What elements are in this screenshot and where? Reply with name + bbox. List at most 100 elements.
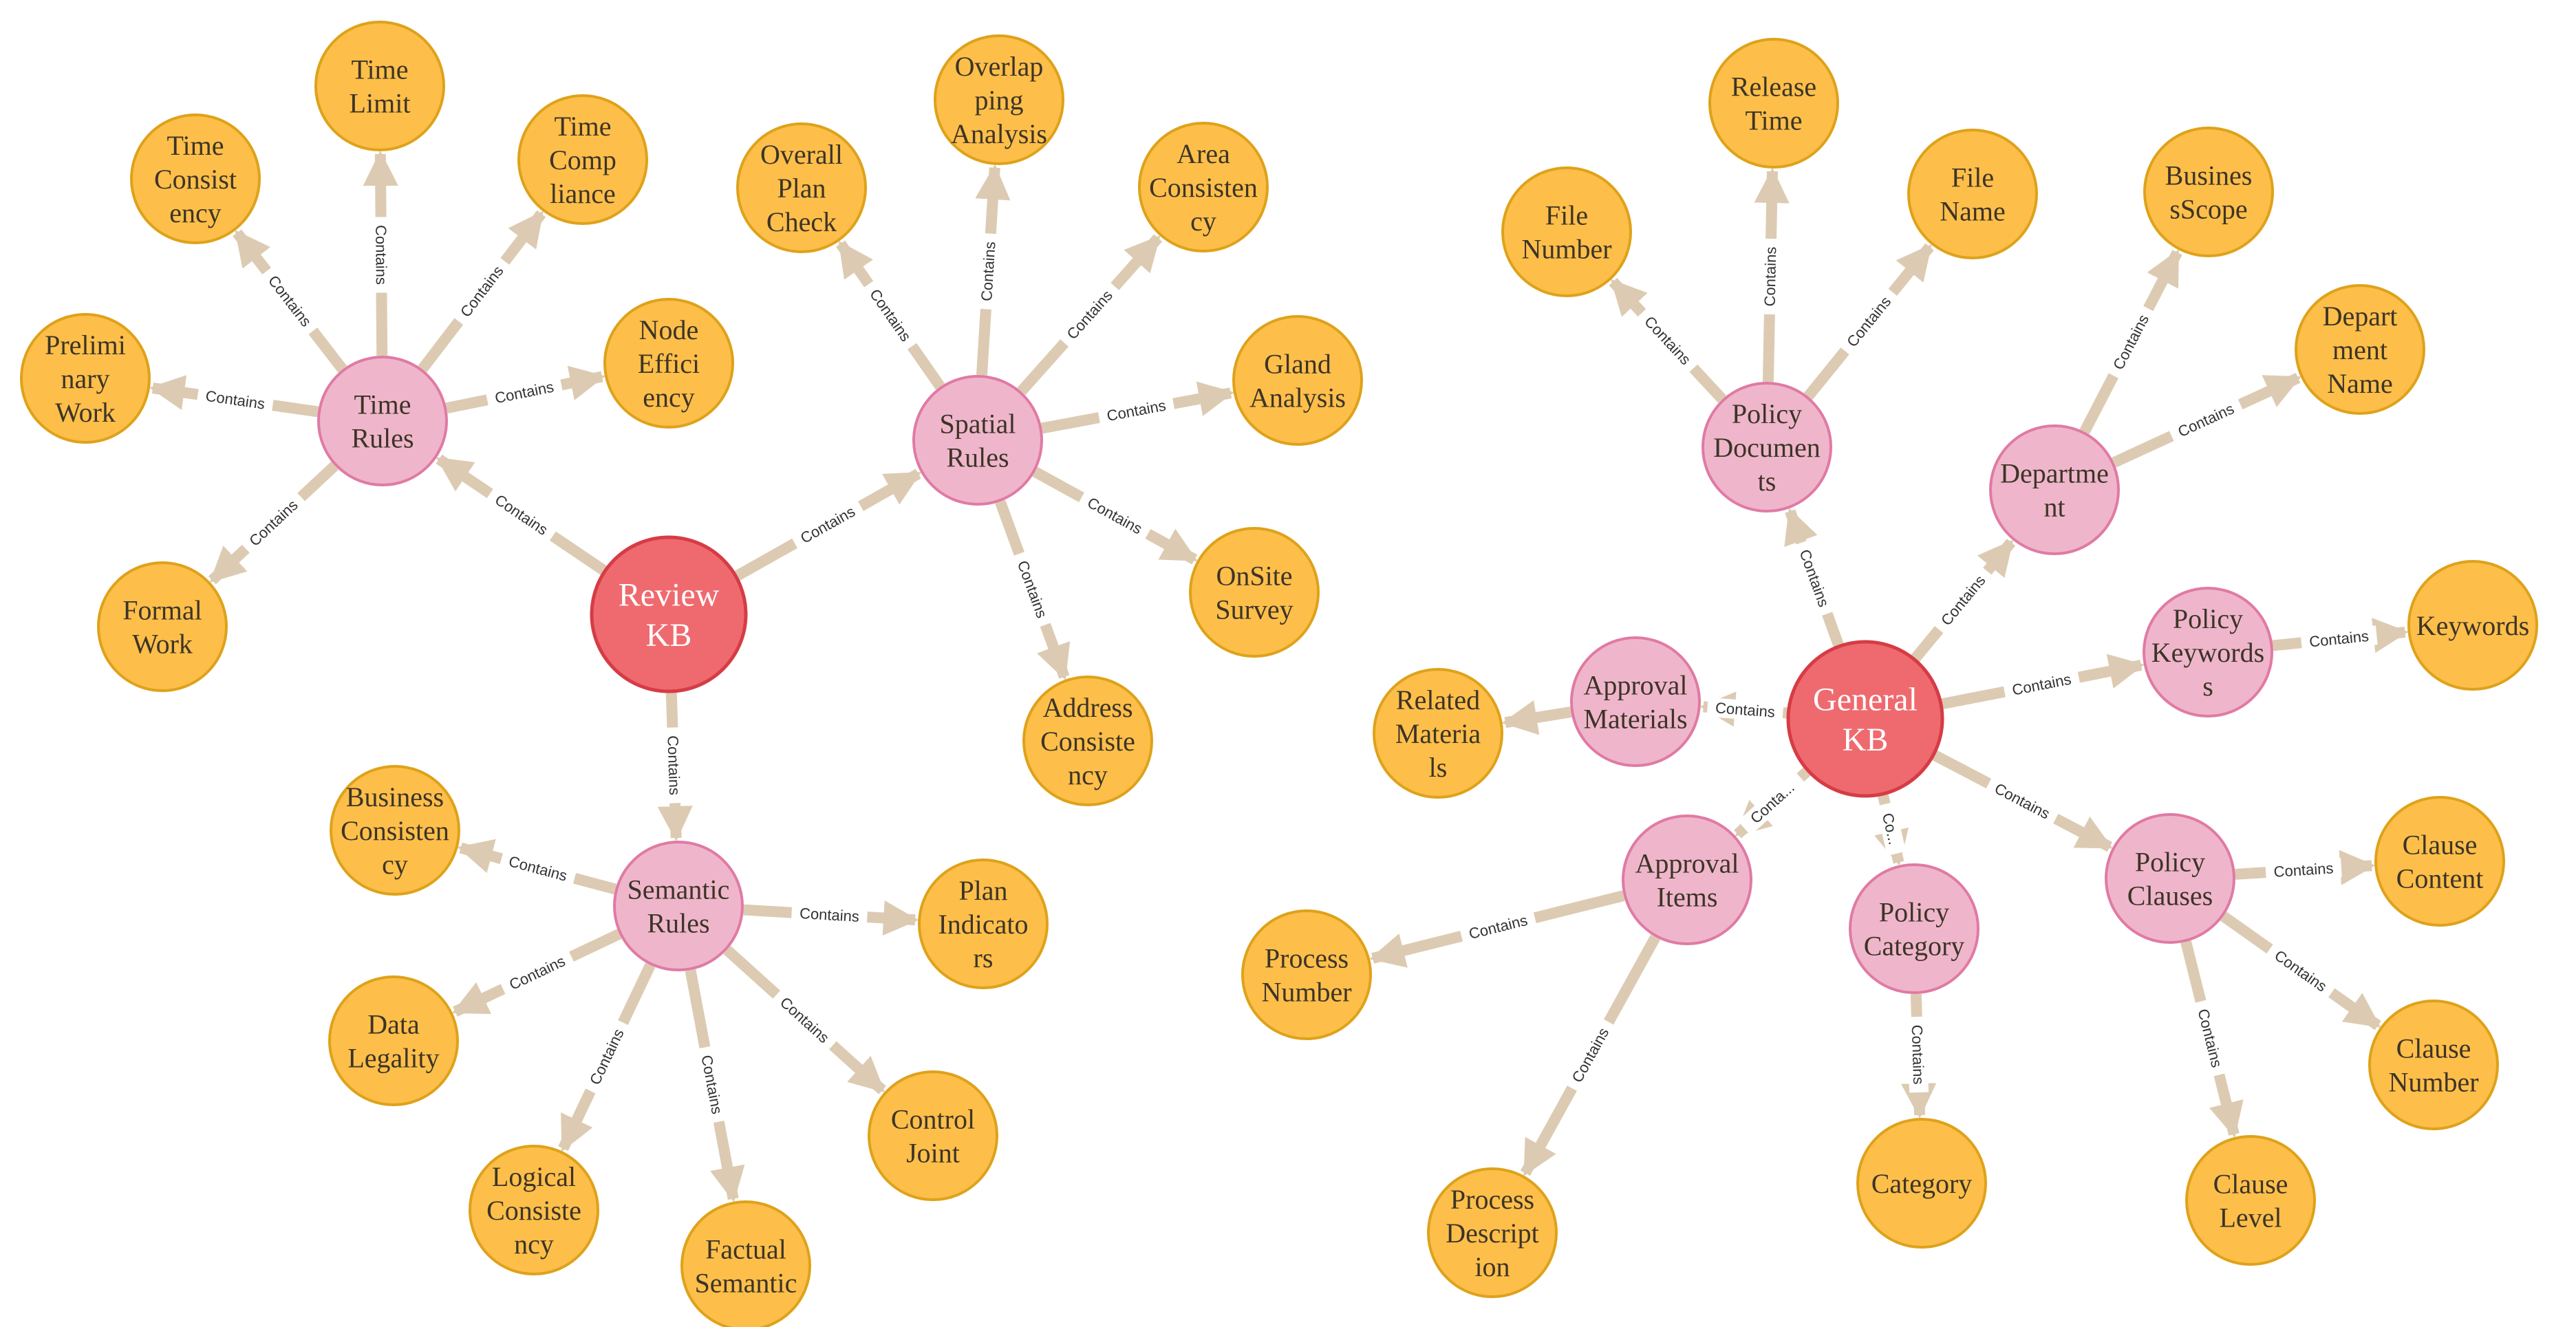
edge-label: Contains (663, 727, 685, 803)
node-circle[interactable] (736, 122, 867, 253)
node-circle[interactable] (317, 356, 448, 486)
node-keywords[interactable]: Keywords (2407, 560, 2538, 691)
edge-label-background (485, 375, 564, 410)
node-circle[interactable] (918, 859, 1049, 989)
node-label-line: Departme (2000, 458, 2109, 489)
node-circle[interactable] (130, 114, 261, 244)
node-category[interactable]: Category (1856, 1118, 1987, 1249)
node-circle[interactable] (1989, 424, 2120, 555)
node-circle[interactable] (868, 1070, 998, 1201)
node-circle[interactable] (2295, 284, 2425, 415)
node-circle[interactable] (1241, 909, 1372, 1040)
node-circle[interactable] (1427, 1167, 1558, 1298)
node-circle[interactable] (2407, 560, 2538, 691)
node-circle[interactable] (330, 765, 460, 896)
node-circle[interactable] (1373, 668, 1503, 799)
node-circle[interactable] (2374, 796, 2505, 927)
node-circle[interactable] (1501, 166, 1632, 297)
edge-label-background (695, 1045, 729, 1124)
node-circle[interactable] (314, 21, 445, 151)
node-circle[interactable] (1232, 315, 1363, 446)
node-circle[interactable] (2368, 1000, 2499, 1130)
node-label-line: Plan (958, 875, 1007, 906)
edge-label-background (2265, 858, 2342, 883)
node-circle[interactable] (1849, 863, 1979, 994)
node-label-line: Area (1177, 138, 1230, 169)
node-circle[interactable] (97, 561, 228, 692)
node-circle[interactable] (2143, 587, 2273, 718)
node-circle[interactable] (1708, 38, 1839, 169)
node-circle[interactable] (1570, 636, 1701, 767)
node-circle[interactable] (2143, 127, 2274, 257)
node-circle[interactable] (613, 841, 744, 971)
node-circle[interactable] (469, 1145, 599, 1275)
node-circle[interactable] (590, 535, 748, 693)
node-circle[interactable] (20, 313, 151, 444)
node-circle[interactable] (1786, 640, 1944, 798)
node-label-line: Data (367, 1009, 420, 1040)
node-circle[interactable] (1138, 122, 1269, 252)
node-label-line: Approval (1635, 848, 1739, 879)
node-circle[interactable] (2185, 1135, 2316, 1266)
node-circle[interactable] (1907, 129, 2038, 259)
node-circle[interactable] (328, 975, 459, 1106)
node-circle[interactable] (1856, 1118, 1987, 1249)
node-circle[interactable] (1702, 382, 1832, 513)
node-circle[interactable] (517, 94, 648, 225)
node-circle[interactable] (912, 375, 1043, 506)
edge-label-background (499, 849, 577, 888)
node-label-line: Semantic (627, 874, 730, 905)
node-circle[interactable] (1022, 676, 1153, 806)
node-circle[interactable] (603, 298, 734, 429)
node-circle[interactable] (1622, 814, 1752, 945)
node-circle[interactable] (680, 1200, 811, 1327)
edge-label: Contains (2167, 396, 2245, 445)
node-circle[interactable] (934, 34, 1064, 165)
node-label-line: Overall (760, 139, 843, 170)
node-circle[interactable] (1189, 527, 1320, 658)
node-circle[interactable] (2105, 813, 2235, 944)
